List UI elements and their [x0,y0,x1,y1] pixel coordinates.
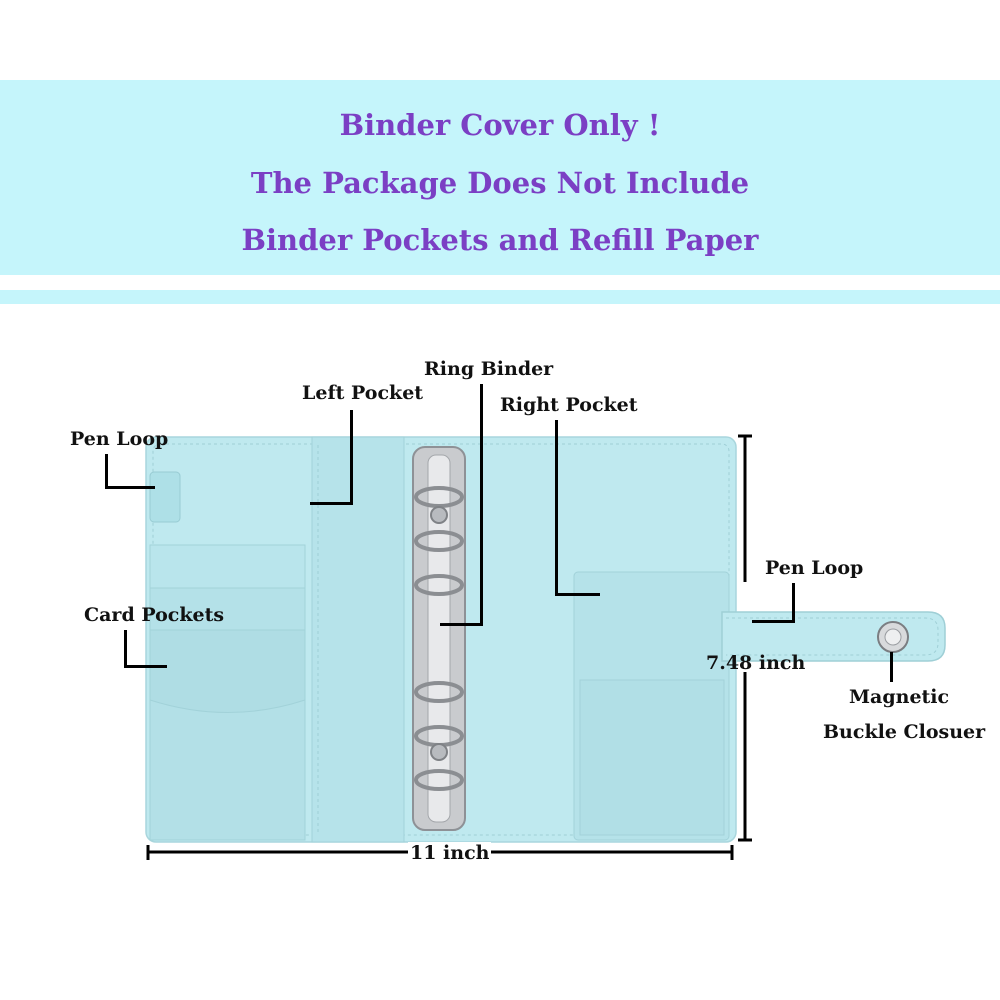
banner-line-2: The Package Does Not Include [250,166,750,200]
pointer-ring-binder-h [440,623,483,626]
callout-pen-loop-left: Pen Loop [70,428,169,450]
callout-card-pockets: Card Pockets [84,604,225,626]
pointer-magnetic-v [890,652,893,682]
rivet-top [430,506,448,524]
pointer-card-pockets-v [124,630,127,668]
dimension-width-label: 11 inch [408,842,492,864]
callout-magnetic: Magnetic [849,686,950,708]
pointer-left-pocket-h [310,502,353,505]
callout-right-pocket: Right Pocket [500,394,638,416]
magnetic-button-center [884,628,902,646]
pointer-left-pocket-v [350,410,353,505]
ring-spine-highlight [427,454,451,823]
pointer-right-pocket-v [555,420,558,596]
callout-pen-loop-right: Pen Loop [765,557,864,579]
callout-left-pocket: Left Pocket [302,382,424,404]
card-pocket-large [149,699,306,841]
pointer-pen-loop-left-v [105,454,108,488]
right-inner-pocket [579,679,725,836]
callout-buckle-closure: Buckle Closuer [823,721,986,743]
dimension-height-label: 7.48 inch [706,652,806,674]
pointer-card-pockets-h [124,665,167,668]
notice-banner: Binder Cover Only ! The Package Does Not… [0,80,1000,275]
banner-line-3: Binder Pockets and Refill Paper [241,223,759,257]
pointer-ring-binder-v [480,384,483,626]
pointer-right-pocket-h [555,593,600,596]
pointer-pen-loop-left-h [105,486,155,489]
strap-stitch [726,617,939,656]
pen-loop-left-tab [149,471,181,523]
banner-line-1: Binder Cover Only ! [339,108,661,142]
rings [414,486,464,791]
rivet-bottom [430,743,448,761]
left-pocket-panel [311,436,405,843]
pointer-pen-loop-right-v [792,583,795,623]
pointer-pen-loop-right-h [752,620,795,623]
banner-divider [0,290,1000,304]
callout-ring-binder: Ring Binder [424,358,554,380]
